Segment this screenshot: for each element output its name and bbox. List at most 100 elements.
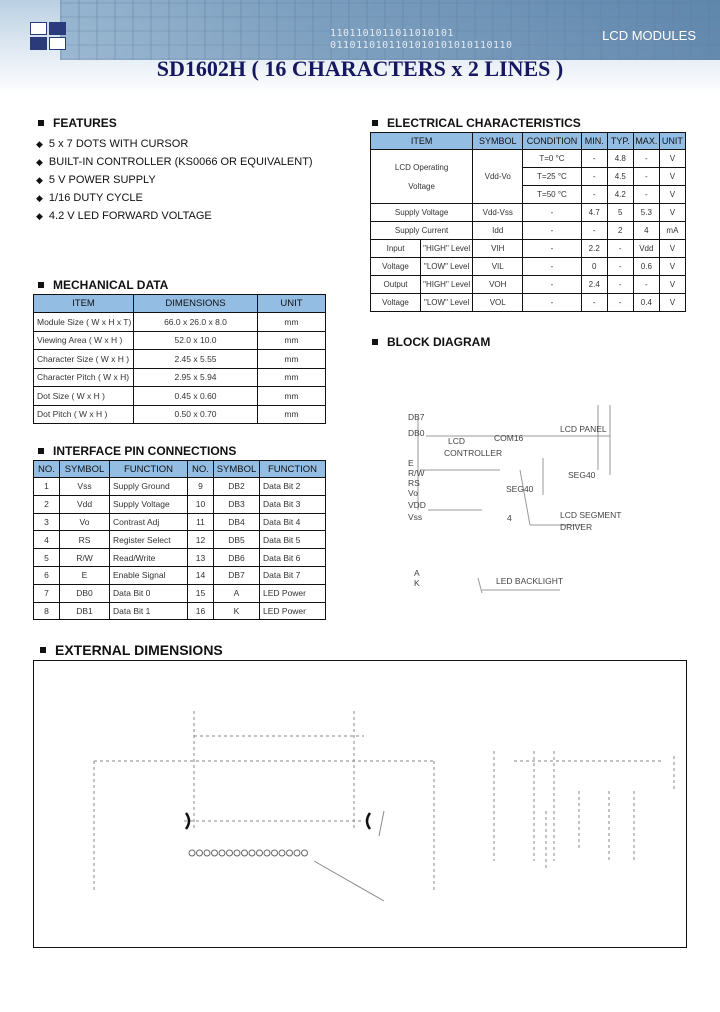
table-cell: mA bbox=[658, 221, 687, 240]
table-cell: DB1 bbox=[59, 601, 110, 621]
external-heading-text: EXTERNAL DIMENSIONS bbox=[55, 642, 223, 658]
feature-text: 5 x 7 DOTS WITH CURSOR bbox=[48, 138, 189, 150]
table-cell: 14 bbox=[187, 565, 214, 585]
column-header: FUNCTION bbox=[109, 460, 188, 478]
table-cell: V bbox=[658, 167, 687, 186]
circuit-board-image bbox=[60, 0, 720, 60]
table-cell: Viewing Area ( W x H ) bbox=[33, 330, 134, 350]
connector-pin-hole bbox=[256, 849, 263, 857]
connector-pin-hole bbox=[241, 849, 248, 857]
table-cell: - bbox=[580, 293, 608, 312]
table-cell: mm bbox=[257, 386, 326, 406]
table-cell: Supply Voltage bbox=[109, 494, 188, 514]
table-cell: LED Power bbox=[259, 583, 326, 603]
table-cell: 0.6 bbox=[632, 257, 660, 276]
column-header: MIN. bbox=[580, 132, 608, 150]
table-cell: mm bbox=[257, 404, 326, 424]
table-cell: V bbox=[658, 185, 687, 204]
connector-pin-hole bbox=[263, 849, 271, 857]
features-heading: FEATURES bbox=[38, 116, 117, 130]
diamond-bullet-icon: ◆ bbox=[36, 174, 43, 185]
table-cell: Enable Signal bbox=[109, 565, 188, 585]
table-cell: Register Select bbox=[109, 530, 188, 550]
table-cell: T=0 °C bbox=[522, 149, 582, 168]
diagram-label: RS bbox=[408, 478, 420, 488]
table-cell: 5 bbox=[33, 548, 60, 567]
diagram-label: K bbox=[414, 578, 420, 588]
table-cell: A bbox=[213, 583, 260, 603]
table-cell: - bbox=[606, 293, 634, 312]
bullet-square-icon bbox=[372, 120, 378, 126]
table-cell: 4 bbox=[33, 530, 60, 550]
table-row: T=50 °C - 4.2 - V bbox=[371, 185, 687, 204]
diagram-label: LED BACKLIGHT bbox=[496, 576, 564, 586]
diagram-label: CONTROLLER bbox=[444, 448, 503, 458]
table-cell: - bbox=[606, 257, 634, 276]
table-cell: Voltage bbox=[369, 293, 422, 312]
table-cell: VIH bbox=[472, 239, 524, 258]
bullet-square-icon bbox=[372, 339, 378, 345]
table-cell: Data Bit 2 bbox=[259, 477, 326, 496]
mechanical-heading: MECHANICAL DATA bbox=[38, 278, 168, 292]
interface-pin-table: NO. SYMBOL FUNCTION NO. SYMBOL FUNCTION … bbox=[33, 460, 326, 621]
table-cell: Data Bit 4 bbox=[259, 512, 326, 532]
table-cell: - bbox=[522, 257, 582, 276]
table-cell: 0.45 x 0.60 bbox=[133, 386, 258, 406]
table-cell: Input bbox=[369, 239, 422, 258]
table-cell: T=50 °C bbox=[522, 185, 582, 204]
table-cell: Read/Write bbox=[109, 548, 188, 567]
table-cell: mm bbox=[257, 367, 326, 387]
diamond-bullet-icon: ◆ bbox=[36, 192, 43, 203]
table-cell: VIL bbox=[472, 257, 524, 276]
table-cell: Dot Size ( W x H ) bbox=[33, 386, 134, 406]
table-header-row: NO. SYMBOL FUNCTION NO. SYMBOL FUNCTION bbox=[33, 460, 326, 478]
features-list: ◆ 5 x 7 DOTS WITH CURSOR ◆BUILT-IN CONTRO… bbox=[36, 135, 313, 225]
diagram-label: LCD PANEL bbox=[560, 424, 607, 434]
diagram-label: VDD bbox=[408, 500, 426, 510]
binary-decoration: 1101101011011010101 01101101011010101010… bbox=[330, 28, 560, 52]
table-cell: 2.2 bbox=[580, 239, 608, 258]
connector-pin-hole bbox=[233, 849, 241, 857]
table-cell: - bbox=[580, 185, 608, 204]
table-cell: DB0 bbox=[59, 583, 110, 603]
table-header-row: ITEM SYMBOL CONDITION MIN. TYP. MAX. UNI… bbox=[369, 132, 687, 150]
list-item: ◆5 V POWER SUPPLY bbox=[36, 171, 313, 189]
table-cell: Data Bit 6 bbox=[259, 548, 326, 567]
table-cell: Vdd bbox=[59, 494, 110, 514]
connector-pin-hole bbox=[271, 849, 278, 857]
table-cell: VOH bbox=[472, 275, 524, 294]
table-cell: 4.2 bbox=[606, 185, 634, 204]
column-header: TYP. bbox=[606, 132, 634, 150]
column-header: UNIT bbox=[257, 294, 326, 313]
table-cell: Supply Voltage bbox=[369, 203, 474, 222]
table-cell: 0 bbox=[580, 257, 608, 276]
diagram-label: DB7 bbox=[408, 412, 425, 422]
table-cell: - bbox=[632, 275, 660, 294]
connector-pin-hole bbox=[226, 849, 233, 857]
table-cell: Character Size ( W x H ) bbox=[33, 349, 134, 369]
table-cell: "LOW" Level bbox=[420, 257, 474, 276]
table-cell: mm bbox=[257, 349, 326, 369]
connector-pin-hole bbox=[211, 849, 218, 857]
feature-text: 1/16 DUTY CYCLE bbox=[48, 192, 143, 204]
table-cell: V bbox=[658, 275, 687, 294]
table-cell: DB6 bbox=[213, 548, 260, 567]
column-header: FUNCTION bbox=[259, 460, 326, 478]
table-cell: 5 bbox=[606, 203, 634, 222]
table-header-row: ITEM DIMENSIONS UNIT bbox=[33, 294, 326, 313]
table-cell: - bbox=[632, 185, 660, 204]
diagram-label: R/W bbox=[408, 468, 425, 478]
page-title: SD1602H ( 16 CHARACTERS x 2 LINES ) bbox=[156, 56, 564, 81]
table-row: Voltage "LOW" Level VIL - 0 - 0.6 V bbox=[369, 257, 687, 276]
table-cell: 13 bbox=[187, 548, 214, 567]
mechanical-data-table: ITEM DIMENSIONS UNIT Module Size ( W x H… bbox=[33, 294, 326, 424]
list-item: ◆ 1/16 DUTY CYCLE bbox=[36, 189, 313, 207]
connector-pin-hole bbox=[203, 849, 211, 857]
table-cell: DB2 bbox=[213, 477, 260, 496]
interface-heading: INTERFACE PIN CONNECTIONS bbox=[38, 444, 236, 458]
table-cell: V bbox=[658, 149, 687, 168]
list-item: ◆BUILT-IN CONTROLLER (KS0066 OR EQUIVALE… bbox=[36, 153, 313, 171]
